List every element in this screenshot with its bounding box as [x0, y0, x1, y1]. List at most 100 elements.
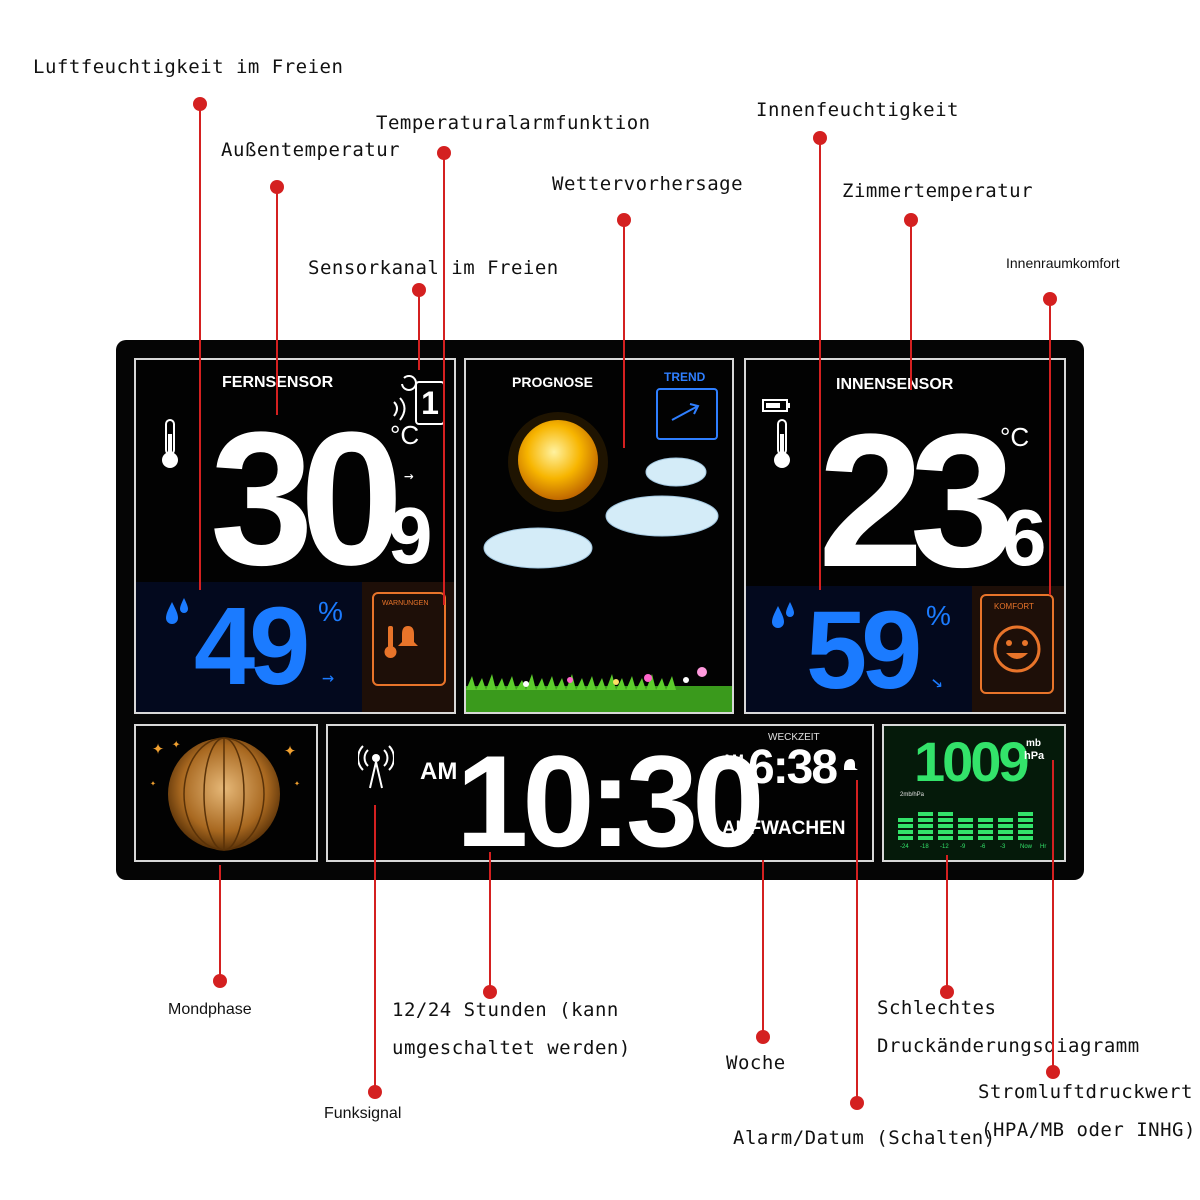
- pressure-hist-tick: Hr: [1040, 844, 1046, 850]
- pressure-hist-tick: -24: [900, 844, 909, 850]
- pressure-bar-segment: [1018, 812, 1033, 816]
- pressure-unit-mb: mb: [1026, 738, 1041, 749]
- indoor-thermometer-icon: [774, 419, 790, 468]
- leader-dot-alarm-date: [850, 1096, 864, 1110]
- pressure-bar-segment: [998, 836, 1013, 840]
- pressure-bar-segment: [938, 824, 953, 828]
- forecast-header: PROGNOSE: [512, 374, 593, 390]
- indoor-humidity-unit: %: [926, 600, 951, 631]
- pressure-bar-segment: [958, 824, 973, 828]
- channel-indicator: 1: [415, 381, 445, 425]
- pressure-bar-segment: [898, 836, 913, 840]
- leader-dot-baro: [1046, 1065, 1060, 1079]
- callout-alarm-function: Temperaturalarmfunktion: [376, 112, 651, 134]
- forecast-panel: PROGNOSE TREND: [464, 358, 734, 714]
- pressure-value: 1009: [914, 730, 1030, 793]
- leader-dot-week: [756, 1030, 770, 1044]
- pressure-hist-tick: -3: [1000, 844, 1006, 850]
- radio-signal-icon: [358, 745, 394, 789]
- pressure-hist-tick: -9: [960, 844, 966, 850]
- indoor-temp-decimal: 6: [1002, 493, 1047, 582]
- moon-phase-panel: ✦ ✦ ✦ ✦ ✦: [134, 724, 318, 862]
- grass-icon: [466, 667, 732, 712]
- outdoor-sensor-panel: FERNSENSOR 30 9 °C → 1 49 % → WARNUNGEN: [134, 358, 456, 714]
- callout-indoor-humidity: Innenfeuchtigkeit: [756, 99, 959, 121]
- pressure-bar-segment: [938, 812, 953, 816]
- callout-pressure-line2: Druckänderungsdiagramm: [877, 1035, 1140, 1057]
- callout-pressure-line1: Schlechtes: [877, 997, 997, 1019]
- alarm-bell-icon: [844, 759, 858, 770]
- indoor-humidity-value: 59: [806, 589, 922, 712]
- callout-outdoor-temp: Außentemperatur: [221, 139, 401, 161]
- trend-label: TREND: [664, 370, 706, 384]
- clock-panel: AM 10:30 WECKZEIT AM 6:38 AUFWACHEN: [326, 724, 874, 866]
- smiley-face-icon: [993, 625, 1041, 673]
- svg-text:✦: ✦: [294, 778, 300, 789]
- pressure-bar-segment: [998, 830, 1013, 834]
- callout-baro-line2: (HPA/MB oder INHG): [981, 1119, 1196, 1141]
- warning-box: WARNUNGEN: [372, 592, 446, 686]
- pressure-bar-segment: [998, 818, 1013, 822]
- warning-label: WARNUNGEN: [382, 600, 429, 607]
- callout-radio-signal: Funksignal: [324, 1105, 402, 1122]
- weather-station-display: FERNSENSOR 30 9 °C → 1 49 % → WARNUNGEN: [116, 340, 1084, 880]
- pressure-bar-segment: [898, 824, 913, 828]
- indoor-sensor-header: INNENSENSOR: [836, 376, 954, 393]
- outdoor-sensor-header: FERNSENSOR: [222, 374, 334, 391]
- pressure-bar-segment: [918, 836, 933, 840]
- pressure-bar-segment: [978, 836, 993, 840]
- battery-icon: [762, 399, 790, 412]
- callout-indoor-comfort: Innenraumkomfort: [1006, 255, 1120, 271]
- trend-arrow-icon: [671, 403, 700, 421]
- pressure-bar-segment: [978, 830, 993, 834]
- pressure-bar-segment: [918, 818, 933, 822]
- leader-dot-alarm-function: [437, 146, 451, 160]
- outdoor-humidity-zone: [136, 582, 362, 712]
- comfort-box: KOMFORT: [980, 594, 1054, 694]
- comfort-label: KOMFORT: [994, 602, 1034, 611]
- callout-baro-line1: Stromluftdruckwert: [978, 1081, 1193, 1103]
- pressure-bar-segment: [1018, 830, 1033, 834]
- alarm-caption: WECKZEIT: [768, 732, 820, 743]
- pressure-bar-segment: [938, 818, 953, 822]
- weekday-label: AUFWACHEN: [722, 818, 846, 839]
- leader-dot-sensor-channel: [412, 283, 426, 297]
- pressure-bar-segment: [898, 818, 913, 822]
- pressure-bar-segment: [998, 824, 1013, 828]
- pressure-bar-segment: [978, 824, 993, 828]
- leader-dot-forecast: [617, 213, 631, 227]
- pressure-hist-tick: Now: [1020, 844, 1033, 850]
- indoor-sensor-panel: INNENSENSOR 23 6 °C 59 % → KOMFORT: [744, 358, 1066, 714]
- outdoor-humidity-unit: %: [318, 596, 343, 627]
- outdoor-temp-integer: 30: [210, 393, 403, 605]
- cloud-icon: [483, 457, 719, 569]
- pressure-bar-segment: [958, 818, 973, 822]
- leader-dot-hours: [483, 985, 497, 999]
- warning-zone: [362, 582, 454, 712]
- trend-arrow-icon: →: [404, 466, 414, 485]
- pressure-bar-segment: [918, 812, 933, 816]
- pressure-hist-tick: -12: [940, 844, 949, 850]
- leader-dot-indoor-comfort: [1043, 292, 1057, 306]
- pressure-unit-hpa: hPa: [1024, 750, 1045, 762]
- callout-hours-line2: umgeschaltet werden): [392, 1037, 631, 1059]
- svg-text:✦: ✦: [172, 736, 181, 752]
- sun-icon: [508, 412, 608, 512]
- pressure-bar-segment: [1018, 818, 1033, 822]
- pressure-bar-segment: [978, 818, 993, 822]
- moon-icon: ✦ ✦ ✦ ✦ ✦: [150, 735, 300, 851]
- outdoor-humidity-value: 49: [194, 585, 310, 708]
- pressure-hist-tick: -6: [980, 844, 986, 850]
- temperature-alarm-icon: [384, 626, 418, 658]
- forecast-illustration: [466, 412, 732, 712]
- callout-hours-line1: 12/24 Stunden (kann: [392, 999, 619, 1021]
- humidity-drop-icon: [166, 598, 188, 624]
- svg-text:✦: ✦: [152, 735, 164, 759]
- indoor-temp-integer: 23: [818, 395, 1015, 607]
- outdoor-temp-unit: °C: [390, 420, 420, 450]
- trend-box: [656, 388, 718, 440]
- leader-dot-radio-signal: [368, 1085, 382, 1099]
- leader-dot-moon-phase: [213, 974, 227, 988]
